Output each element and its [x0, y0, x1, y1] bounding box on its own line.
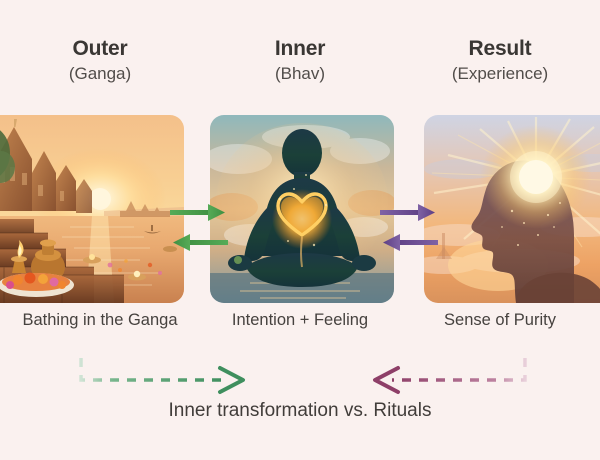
caption-outer: Bathing in the Ganga — [22, 311, 178, 329]
footer-caption: Inner transformation vs. Rituals — [168, 400, 432, 421]
image-row — [0, 115, 600, 303]
image-head-silhouette-radiant-light-photo — [424, 115, 600, 303]
header-outer: Outer (Ganga) — [0, 37, 200, 100]
header-result-title: Result — [468, 37, 532, 60]
arrow-left-purple — [383, 234, 438, 251]
header-inner: Inner (Bhav) — [200, 37, 400, 100]
caption-result: Sense of Purity — [444, 311, 556, 329]
header-result: Result (Experience) — [400, 37, 600, 100]
outer-inner-exchange-arrows — [168, 196, 230, 266]
header-outer-title: Outer — [72, 37, 128, 60]
column-headers: Outer (Ganga) Inner (Bhav) Result (Exper… — [0, 37, 600, 100]
arrow-right-green — [170, 204, 225, 221]
caption-row: Bathing in the Ganga Intention + Feeling… — [0, 311, 600, 339]
inner-result-exchange-arrows — [378, 196, 440, 266]
arrow-right-purple — [380, 204, 435, 221]
arrow-left-green — [173, 234, 228, 251]
header-result-subtitle: (Experience) — [451, 63, 549, 83]
header-inner-subtitle: (Bhav) — [274, 63, 326, 83]
ritual-to-inner-dashed-arrow — [79, 358, 245, 394]
dashed-connector-row — [0, 356, 600, 402]
caption-inner: Intention + Feeling — [231, 311, 369, 329]
image-ganga-ghat-sunset-photo — [0, 115, 184, 303]
image-meditating-figure-glowing-heart-photo — [210, 115, 394, 303]
header-outer-subtitle: (Ganga) — [68, 63, 132, 83]
header-inner-title: Inner — [274, 37, 326, 60]
result-back-dashed-arrow — [373, 358, 527, 394]
